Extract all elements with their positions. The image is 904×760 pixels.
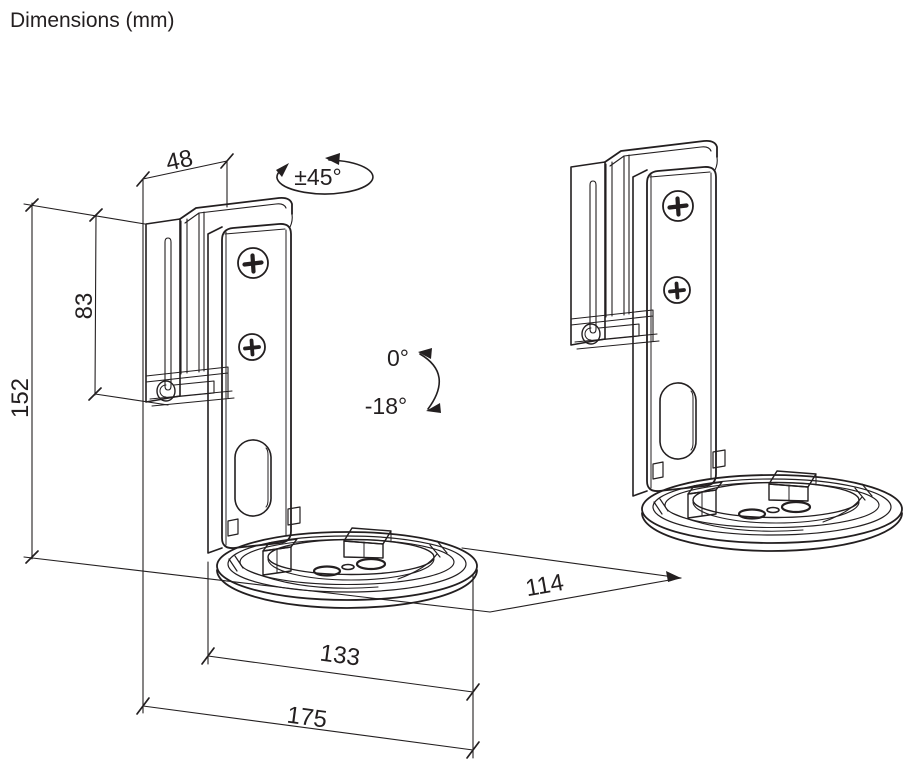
dim-48-label: 48 [164, 145, 196, 177]
dim-133-label: 133 [318, 640, 361, 672]
tilt-lower-label: -18° [365, 393, 407, 419]
tilt-arrow-up-icon [418, 348, 432, 359]
swivel-arrow-cw-icon [276, 163, 289, 177]
dimension-inner-base-width: 133 [201, 640, 480, 701]
dimension-total-base-width: 175 [136, 697, 480, 759]
dim-175-label: 175 [285, 702, 328, 734]
swivel-arrow-ccw-icon [325, 153, 340, 165]
tilt-arc [419, 353, 441, 410]
bracket-view-dimensioned [146, 198, 477, 608]
dimension-top-width: 48 [136, 145, 234, 187]
tilt-arrow-down-icon [426, 403, 441, 413]
dim-114-label: 114 [524, 569, 566, 602]
page-title: Dimensions (mm) [10, 9, 175, 32]
dim-152-label: 152 [7, 378, 34, 418]
swivel-arc [276, 159, 374, 195]
tilt-annotation: 0° -18° [365, 345, 441, 419]
extension-lines [23, 160, 491, 759]
dimension-base-depth: 114 [461, 547, 682, 613]
dimension-wall-bracket-height: 83 [71, 208, 103, 401]
swivel-range-label: ±45° [294, 164, 341, 190]
swivel-rotation-annotation: ±45° [276, 153, 374, 195]
dim-83-label: 83 [71, 293, 98, 320]
tilt-upper-label: 0° [387, 345, 409, 371]
dimension-total-height: 152 [7, 198, 39, 564]
bracket-view-plain [571, 141, 902, 551]
